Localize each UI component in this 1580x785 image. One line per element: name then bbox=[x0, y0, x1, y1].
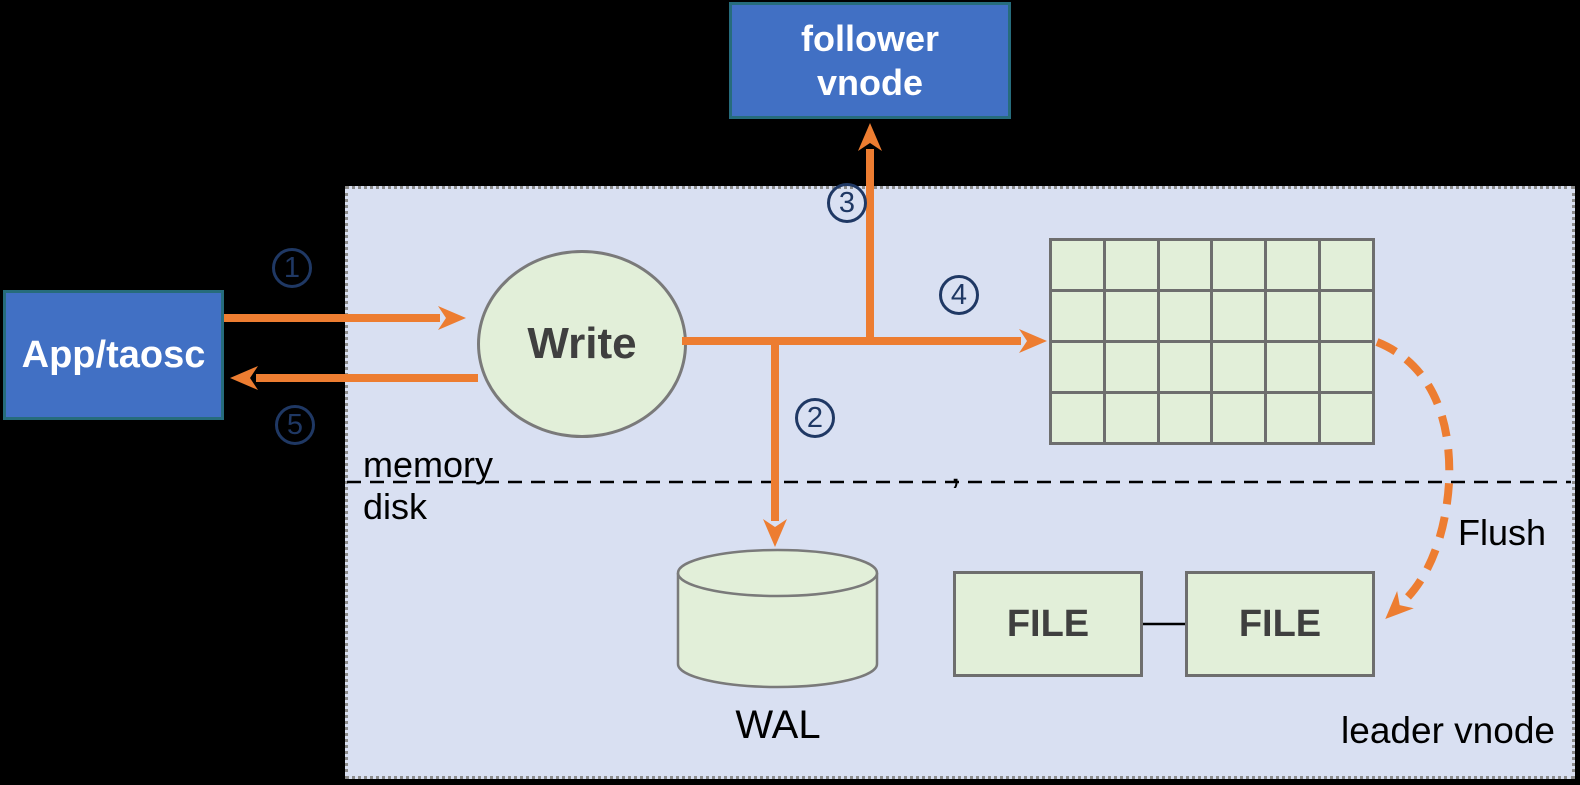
memtable-cell bbox=[1267, 394, 1319, 442]
leader-vnode-label: leader vnode bbox=[1341, 710, 1555, 751]
step-badge-5: 5 bbox=[275, 405, 315, 445]
memtable-cell bbox=[1105, 394, 1157, 442]
file-box-right-label: FILE bbox=[1238, 602, 1322, 645]
memtable-cell bbox=[1213, 292, 1265, 340]
memtable-cell bbox=[1267, 292, 1319, 340]
step-badge-2: 2 bbox=[795, 398, 835, 438]
memtable-cell bbox=[1321, 343, 1372, 391]
memtable-cell bbox=[1105, 292, 1157, 340]
memtable-cell bbox=[1267, 343, 1319, 391]
memtable-cell bbox=[1321, 394, 1372, 442]
memtable-cell bbox=[1105, 241, 1157, 289]
memtable-cell bbox=[1213, 394, 1265, 442]
step-3-number: 3 bbox=[838, 186, 856, 219]
file-box-left: FILE bbox=[953, 571, 1143, 677]
disk-zone-label: disk bbox=[363, 486, 428, 527]
write-process-label: Write bbox=[527, 319, 637, 368]
step-5-number: 5 bbox=[286, 408, 304, 441]
follower-vnode-node: follower vnode bbox=[729, 2, 1011, 119]
step-badge-1: 1 bbox=[272, 248, 312, 288]
memtable-grid bbox=[1049, 238, 1375, 445]
follower-vnode-label: follower vnode bbox=[800, 17, 939, 103]
app-taosc-label: App/taosc bbox=[21, 333, 206, 376]
file-box-right: FILE bbox=[1185, 571, 1375, 677]
write-process-node: Write bbox=[477, 250, 687, 438]
step-4-number: 4 bbox=[950, 278, 968, 311]
memtable-cell bbox=[1159, 394, 1211, 442]
memtable-cell bbox=[1105, 343, 1157, 391]
stray-comma-mark: , bbox=[950, 448, 962, 492]
memtable-cell bbox=[1159, 292, 1211, 340]
memtable-cell bbox=[1052, 343, 1103, 391]
memtable-cell bbox=[1159, 343, 1211, 391]
step-2-number: 2 bbox=[806, 401, 824, 434]
memtable-cell bbox=[1052, 292, 1103, 340]
memtable-cell bbox=[1213, 241, 1265, 289]
memtable-cell bbox=[1213, 343, 1265, 391]
memory-zone-label: memory bbox=[363, 444, 494, 485]
memtable-cell bbox=[1052, 241, 1103, 289]
flush-label: Flush bbox=[1458, 512, 1547, 553]
memtable-cell bbox=[1267, 241, 1319, 289]
step-badge-3: 3 bbox=[827, 183, 867, 223]
memtable-cell bbox=[1052, 394, 1103, 442]
app-taosc-node: App/taosc bbox=[3, 290, 224, 420]
memtable-cell bbox=[1159, 241, 1211, 289]
file-box-left-label: FILE bbox=[1006, 602, 1090, 645]
step-badge-4: 4 bbox=[939, 275, 979, 315]
step-1-number: 1 bbox=[283, 251, 301, 284]
memtable-cell bbox=[1321, 241, 1372, 289]
memtable-cell bbox=[1321, 292, 1372, 340]
wal-label: WAL bbox=[735, 703, 821, 747]
